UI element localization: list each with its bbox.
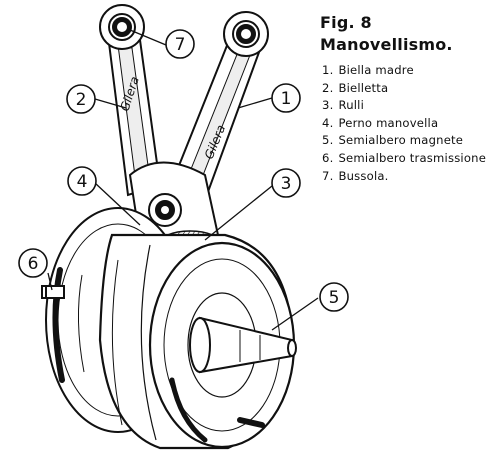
- legend-item: 4. Perno manovella: [322, 115, 486, 133]
- legend-number: 3.: [322, 98, 334, 113]
- legend-number: 4.: [322, 115, 334, 130]
- svg-text:7: 7: [175, 35, 186, 55]
- legend-label: Semialbero magnete: [338, 133, 464, 148]
- legend-label: Biella madre: [338, 63, 414, 77]
- svg-text:3: 3: [281, 174, 292, 194]
- legend-number: 1.: [322, 63, 334, 77]
- legend-item: 7. Bussola.: [322, 168, 486, 186]
- callout-5: 5: [319, 282, 349, 312]
- legend-label: Perno manovella: [338, 115, 439, 130]
- legend-item: 3. Rulli: [322, 97, 486, 115]
- svg-text:6: 6: [28, 254, 39, 274]
- semialbero-trasmissione: [41, 285, 65, 299]
- semialbero-magnete: [189, 316, 297, 374]
- legend-number: 2.: [322, 80, 334, 95]
- callout-1: 1: [271, 83, 301, 113]
- legend-label: Semialbero trasmissione: [338, 150, 487, 165]
- svg-text:2: 2: [76, 90, 87, 110]
- leader-lines: [47, 29, 319, 331]
- legend-number: 5.: [322, 133, 334, 148]
- figure-title: Fig. 8: [320, 13, 372, 32]
- svg-text:5: 5: [329, 288, 340, 308]
- legend-label: Bussola.: [338, 168, 389, 183]
- callout-2: 2: [66, 84, 96, 114]
- legend-label: Bielletta: [338, 80, 389, 95]
- callout-6: 6: [18, 248, 48, 278]
- legend-item: 6. Semialbero trasmissione: [322, 150, 486, 168]
- svg-text:4: 4: [77, 172, 88, 192]
- callout-4: 4: [67, 166, 97, 196]
- legend-item: 1. Biella madre: [322, 62, 486, 80]
- legend-item: 5. Semialbero magnete: [322, 132, 486, 150]
- legend-item: 2. Bielletta: [322, 80, 486, 98]
- parts-legend: 1. Biella madre 2. Bielletta 3. Rulli 4. Per…: [322, 62, 486, 185]
- svg-text:1: 1: [281, 89, 292, 109]
- legend-label: Rulli: [338, 98, 365, 113]
- figure-subtitle: Manovellismo.: [320, 35, 453, 54]
- callout-3: 3: [271, 168, 301, 198]
- callout-7: 7: [165, 29, 195, 59]
- legend-number: 7.: [322, 168, 334, 183]
- bielletta-rod: [99, 4, 162, 197]
- legend-number: 6.: [322, 150, 334, 165]
